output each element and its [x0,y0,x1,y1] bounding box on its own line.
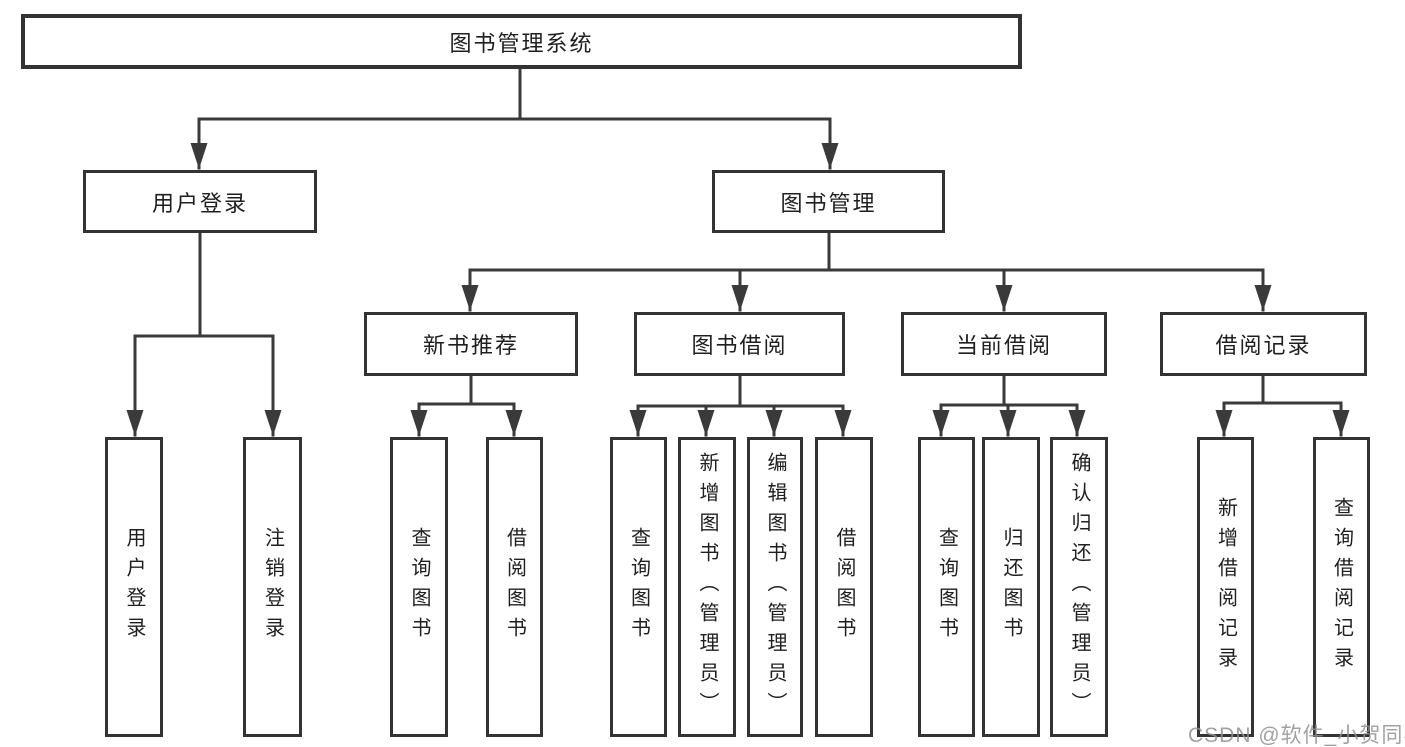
leaf-label: 新增借阅记录 [1214,497,1237,677]
node-label: 图书管理 [780,190,877,216]
node-book-borrow: 图书借阅 [634,312,845,376]
node-label: 图书管理系统 [449,30,594,56]
leaf-query-borrow-record: 查询借阅记录 [1313,437,1370,737]
connector-line-book-management [468,231,1265,272]
node-label: 借阅记录 [1215,333,1312,358]
leaf-logout: 注销登录 [243,437,302,737]
leaf-label: 借阅图书 [833,527,855,647]
leaf-query-books-recommend: 查询图书 [390,437,448,737]
node-current-borrow: 当前借阅 [901,312,1107,376]
leaf-borrow-books-recommend: 借阅图书 [486,437,543,737]
node-new-book-recommend: 新书推荐 [364,312,578,376]
leaf-label: 用户登录 [123,527,145,647]
node-borrow-records: 借阅记录 [1160,312,1367,376]
leaf-label: 确认归还（管理员） [1068,452,1090,722]
leaf-label: 查询图书 [627,527,650,647]
connector-line-borrow-records [1222,374,1343,405]
node-label: 新书推荐 [422,333,519,358]
leaf-user-login: 用户登录 [105,437,163,737]
leaf-label: 查询图书 [935,527,958,647]
leaf-confirm-return-admin: 确认归还（管理员） [1050,437,1108,737]
node-label: 用户登录 [151,190,248,216]
node-library-system: 图书管理系统 [21,14,1022,69]
connector-line-user-login [133,231,275,338]
connector-line-new-book [417,374,516,406]
leaf-edit-book-admin: 编辑图书（管理员） [747,437,803,737]
leaf-label: 借阅图书 [503,527,526,647]
leaf-query-books-borrow: 查询图书 [610,437,667,737]
leaf-return-book: 归还图书 [982,437,1040,737]
leaf-add-borrow-record: 新增借阅记录 [1197,437,1254,737]
node-book-management: 图书管理 [712,170,945,233]
node-user-login: 用户登录 [83,170,317,233]
leaf-query-books-current: 查询图书 [918,437,975,737]
node-label: 图书借阅 [691,333,788,358]
leaf-label: 查询借阅记录 [1330,497,1353,677]
leaf-borrow-books: 借阅图书 [815,437,873,737]
node-label: 当前借阅 [955,333,1052,358]
connector-line-current-borrow [939,374,1079,407]
leaf-label: 编辑图书（管理员） [764,452,786,722]
connector-line-book-borrow [636,374,845,408]
csdn-watermark: CSDN @软件_小贺同学 [1188,724,1405,747]
leaf-label: 注销登录 [261,527,284,647]
leaf-label: 新增图书（管理员） [696,452,718,722]
leaf-label: 归还图书 [1000,527,1022,647]
leaf-label: 查询图书 [408,527,430,647]
connector-line-root [197,67,832,121]
leaf-add-book-admin: 新增图书（管理员） [678,437,736,737]
